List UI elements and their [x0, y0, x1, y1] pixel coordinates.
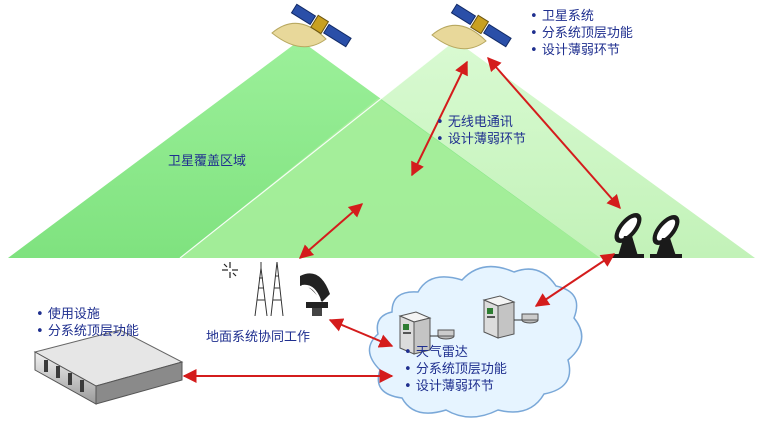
facility-label: 使用设施 分系统顶层功能	[36, 306, 139, 340]
bullet: 天气雷达	[404, 344, 507, 361]
wireless-label: 无线电通讯 设计薄弱环节	[436, 114, 526, 148]
overlap-edge	[179, 39, 456, 259]
arrow-ground-cloud	[328, 318, 394, 348]
bullet: 卫星系统	[530, 8, 633, 25]
arrow-satellite-radar	[487, 56, 621, 210]
radar-dish-icon	[612, 213, 644, 258]
building-icon	[33, 329, 184, 405]
bullet: 分系统顶层功能	[36, 323, 139, 340]
ground-system-label: 地面系统协同工作	[206, 330, 311, 345]
spark-icon	[222, 262, 238, 278]
satellite-system-label: 卫星系统 分系统顶层功能 设计薄弱环节	[530, 8, 633, 59]
bullet: 无线电通讯	[436, 114, 526, 131]
coverage-area-label: 卫星覆盖区域	[168, 154, 247, 169]
bullet: 设计薄弱环节	[404, 378, 507, 395]
bullet: 设计薄弱环节	[530, 42, 633, 59]
satellite-icon	[271, 3, 352, 48]
server-icon	[482, 295, 539, 339]
radar-dish-icon	[650, 215, 682, 258]
arrow-radar-cloud	[534, 253, 616, 307]
antenna-icon	[300, 273, 330, 316]
bullet: 设计薄弱环节	[436, 131, 526, 148]
bullet: 分系统顶层功能	[404, 361, 507, 378]
bullet: 使用设施	[36, 306, 139, 323]
coverage-overlap	[180, 98, 600, 258]
radio-tower-icon	[254, 261, 284, 317]
weather-radar-label: 天气雷达 分系统顶层功能 设计薄弱环节	[404, 344, 507, 395]
arrow-coverage-ground	[298, 203, 364, 259]
bullet: 分系统顶层功能	[530, 25, 633, 42]
satellite-icon	[431, 3, 512, 50]
